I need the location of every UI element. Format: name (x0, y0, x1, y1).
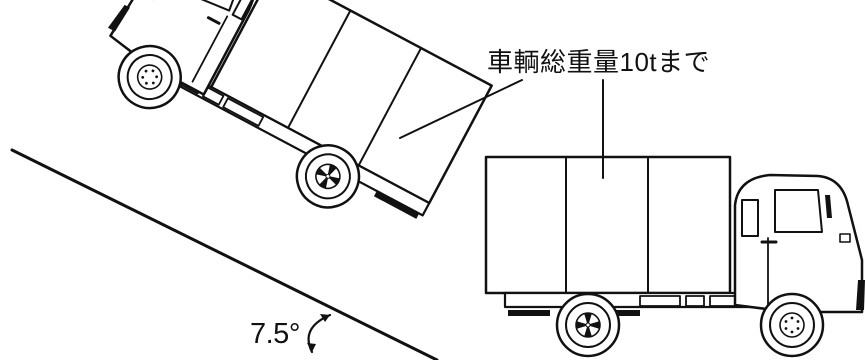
front-wheel-level (759, 292, 825, 358)
weight-callout-leaders (399, 79, 604, 179)
angle-arc-indicator (307, 313, 332, 354)
incline-angle-label: 7.5° (250, 318, 300, 350)
cargo-box-level (484, 155, 732, 295)
chassis-level (503, 291, 757, 316)
truck-on-incline (106, 0, 493, 220)
truck-on-level-ground (484, 155, 865, 358)
truck-cab-level (733, 173, 865, 314)
gross-weight-callout: 車輌総重量10tまで (487, 47, 711, 77)
rear-wheel-level (555, 292, 621, 358)
incline-slope (10, 148, 439, 360)
